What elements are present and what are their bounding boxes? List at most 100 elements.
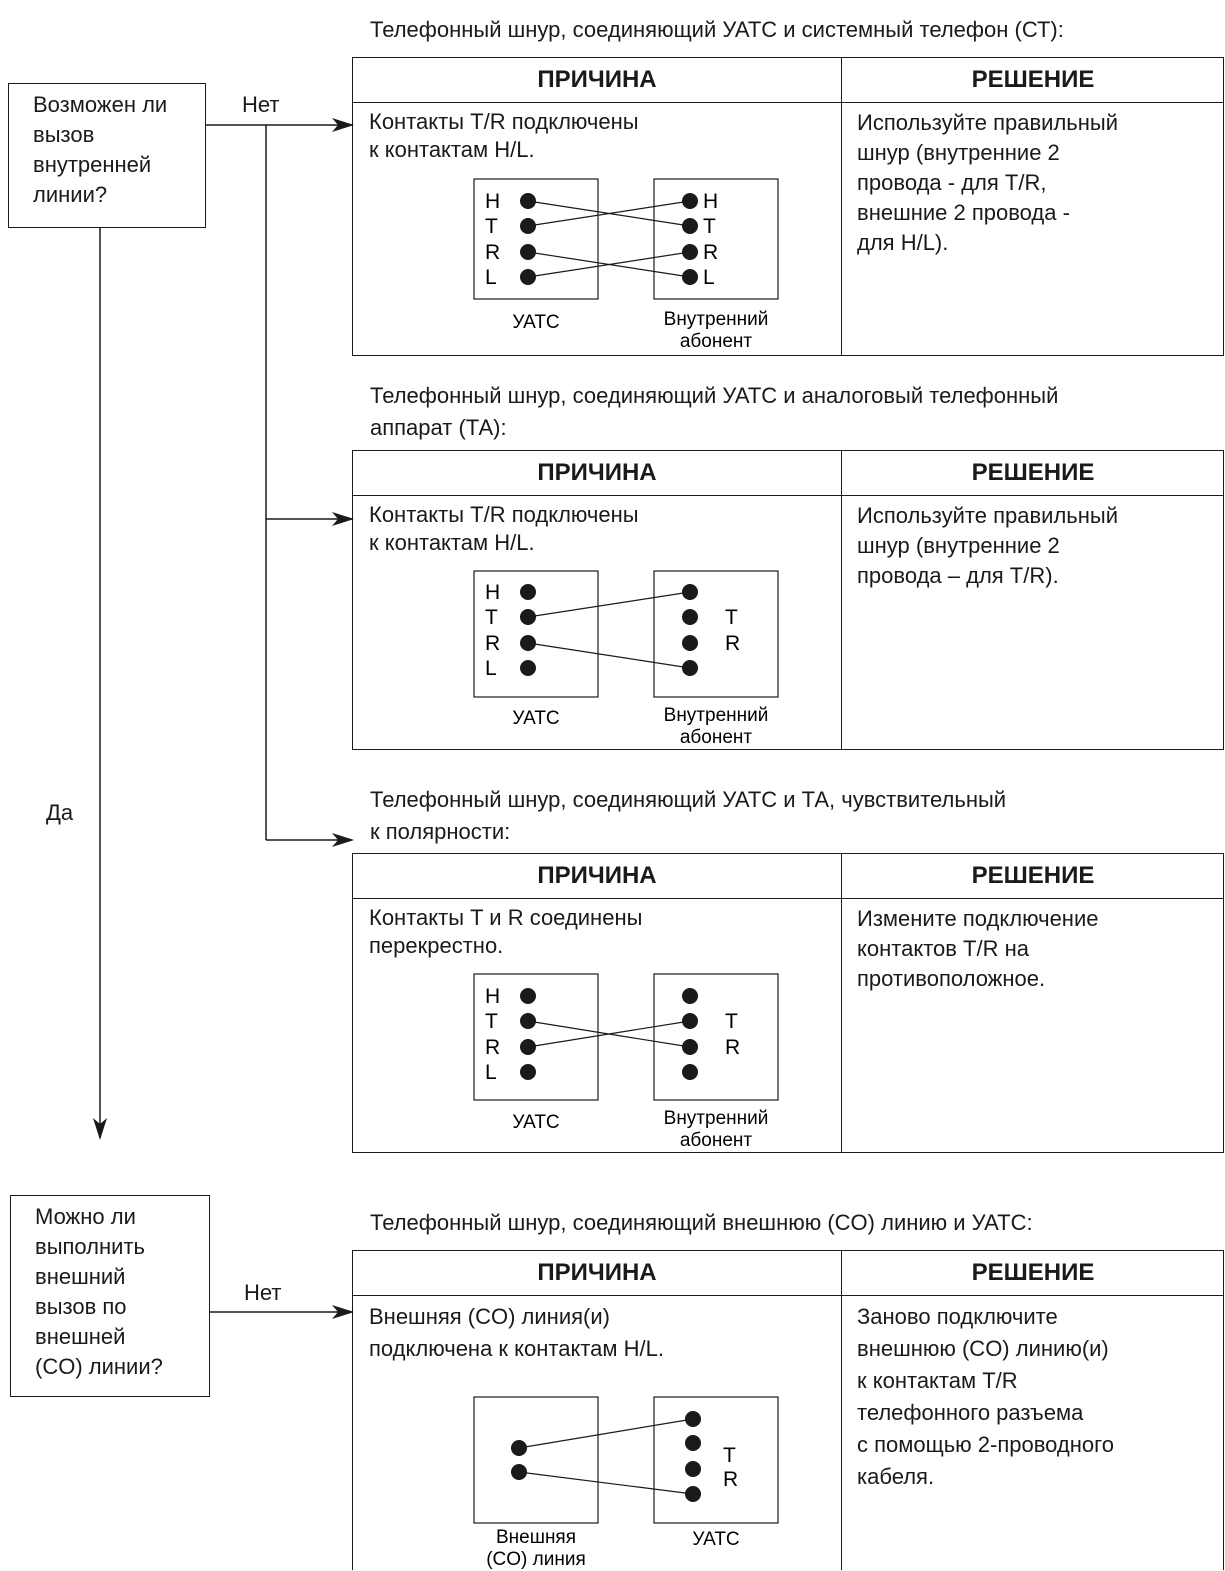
table-header: ПРИЧИНА РЕШЕНИЕ bbox=[353, 58, 1223, 103]
box-label: Внутренний bbox=[664, 1108, 769, 1129]
decision-line: внешний bbox=[35, 1264, 126, 1289]
solution-text: Заново подключите внешнюю (CO) линию(и) … bbox=[857, 1301, 1217, 1493]
solution-line: к контактам T/R bbox=[857, 1368, 1018, 1393]
solution-line: провода - для T/R, bbox=[857, 170, 1047, 195]
decision-line: выполнить bbox=[35, 1234, 145, 1259]
pin-label: T bbox=[725, 606, 738, 629]
cause-line: подключена к контактам H/L. bbox=[369, 1336, 665, 1361]
solution-text: Используйте правильный шнур (внутренние … bbox=[857, 108, 1217, 258]
table-header: ПРИЧИНА РЕШЕНИЕ bbox=[353, 854, 1223, 899]
pin-label: R bbox=[485, 241, 500, 264]
pin-label: L bbox=[703, 266, 715, 289]
table-header: ПРИЧИНА РЕШЕНИЕ bbox=[353, 451, 1223, 496]
solution-line: контактов T/R на bbox=[857, 936, 1029, 961]
pin-dot bbox=[520, 660, 536, 676]
pin-label: R bbox=[723, 1468, 738, 1491]
cause-line: перекрестно. bbox=[369, 933, 504, 958]
solution-line: Используйте правильный bbox=[857, 110, 1118, 135]
column-divider bbox=[841, 58, 842, 355]
pin-dot bbox=[520, 988, 536, 1004]
solution-line: шнур (внутренние 2 bbox=[857, 533, 1060, 558]
solution-line: противоположное. bbox=[857, 966, 1046, 991]
label-no-2: Нет bbox=[244, 1280, 282, 1305]
extension-jack-box bbox=[653, 570, 779, 698]
wiring-diagram-2: H T R L T R УАТС Внутренний абонент bbox=[473, 570, 779, 748]
solution-line: Используйте правильный bbox=[857, 503, 1118, 528]
section-3-caption: Телефонный шнур, соединяющий УАТС и ТА, … bbox=[370, 784, 1006, 848]
label-no-1: Нет bbox=[242, 92, 280, 117]
cause-line: к контактам H/L. bbox=[369, 137, 535, 162]
box-label: УАТС bbox=[512, 312, 559, 333]
section-2-table: ПРИЧИНА РЕШЕНИЕ Контакты T/R подключены … bbox=[352, 450, 1224, 750]
solution-line: телефонного разъема bbox=[857, 1400, 1084, 1425]
cause-text: Контакты T/R подключены к контактам H/L. bbox=[369, 108, 829, 164]
pbx-jack-box bbox=[473, 178, 599, 300]
cause-line: Контакты T/R подключены bbox=[369, 502, 639, 527]
pin-label: T bbox=[485, 1010, 498, 1033]
box-label: УАТС bbox=[692, 1529, 739, 1550]
box-label: (CO) линия bbox=[486, 1549, 586, 1570]
box-label: абонент bbox=[680, 331, 753, 352]
section-4-caption: Телефонный шнур, соединяющий внешнюю (CO… bbox=[370, 1207, 1033, 1239]
wiring-diagram-4: T R Внешняя (CO) линия УАТС bbox=[473, 1396, 779, 1570]
pin-label: H bbox=[485, 190, 500, 213]
solution-line: Измените подключение bbox=[857, 906, 1099, 931]
decision-line: вызов по bbox=[35, 1294, 127, 1319]
header-cause: ПРИЧИНА bbox=[537, 66, 657, 93]
solution-text: Используйте правильный шнур (внутренние … bbox=[857, 501, 1217, 591]
wiring-diagram-3: H T R L T R УАТС Внутренний абонент bbox=[473, 973, 779, 1151]
wire bbox=[527, 1020, 691, 1048]
header-solution: РЕШЕНИЕ bbox=[971, 66, 1095, 93]
section-1-caption: Телефонный шнур, соединяющий УАТС и сист… bbox=[370, 14, 1064, 46]
pbx-jack-box bbox=[473, 570, 599, 698]
pin-label: R bbox=[485, 1036, 500, 1059]
column-divider bbox=[841, 451, 842, 749]
pin-label: R bbox=[703, 241, 718, 264]
caption-line: Телефонный шнур, соединяющий УАТС и сист… bbox=[370, 17, 1064, 42]
decision-line: линии? bbox=[33, 182, 108, 207]
wire bbox=[518, 1471, 694, 1495]
solution-line: внешние 2 провода - bbox=[857, 200, 1070, 225]
section-1-table: ПРИЧИНА РЕШЕНИЕ Контакты T/R подключены … bbox=[352, 57, 1224, 356]
solution-line: шнур (внутренние 2 bbox=[857, 140, 1060, 165]
pin-label: L bbox=[485, 1061, 497, 1084]
wire bbox=[527, 642, 691, 669]
pin-label: H bbox=[485, 581, 500, 604]
pin-label: R bbox=[485, 632, 500, 655]
cause-line: Контакты T и R соединены bbox=[369, 905, 643, 930]
box-label: Внешняя bbox=[496, 1527, 576, 1548]
pin-dot bbox=[682, 635, 698, 651]
box-label: УАТС bbox=[512, 708, 559, 729]
label-yes: Да bbox=[46, 800, 74, 825]
caption-line: Телефонный шнур, соединяющий УАТС и анал… bbox=[370, 383, 1059, 408]
solution-line: для H/L). bbox=[857, 230, 949, 255]
solution-line: кабеля. bbox=[857, 1464, 935, 1489]
pin-dot bbox=[685, 1435, 701, 1451]
wire bbox=[527, 251, 691, 278]
header-solution: РЕШЕНИЕ bbox=[971, 459, 1095, 486]
decision-line: внутренней bbox=[33, 152, 152, 177]
solution-line: провода – для T/R). bbox=[857, 563, 1059, 588]
pin-dot bbox=[520, 584, 536, 600]
cause-text: Контакты T и R соединены перекрестно. bbox=[369, 904, 829, 960]
pin-label: H bbox=[703, 190, 718, 213]
pin-dot bbox=[682, 988, 698, 1004]
pin-label: R bbox=[725, 1036, 740, 1059]
caption-line: Телефонный шнур, соединяющий внешнюю (CO… bbox=[370, 1210, 1033, 1235]
pbx-jack-box bbox=[473, 973, 599, 1101]
wire bbox=[518, 1418, 694, 1449]
extension-jack-box bbox=[653, 973, 779, 1101]
pin-label: T bbox=[703, 215, 716, 238]
decision-line: Можно ли bbox=[35, 1204, 136, 1229]
pin-dot bbox=[682, 1064, 698, 1080]
header-cause: ПРИЧИНА bbox=[537, 862, 657, 889]
pin-dot bbox=[685, 1461, 701, 1477]
header-cause: ПРИЧИНА bbox=[537, 459, 657, 486]
cause-line: Внешняя (CO) линия(и) bbox=[369, 1304, 610, 1329]
box-label: абонент bbox=[680, 727, 753, 748]
section-2-caption: Телефонный шнур, соединяющий УАТС и анал… bbox=[370, 380, 1058, 444]
pin-label: T bbox=[485, 606, 498, 629]
co-line-box bbox=[473, 1396, 599, 1524]
pin-label: T bbox=[485, 215, 498, 238]
solution-line: Заново подключите bbox=[857, 1304, 1058, 1329]
